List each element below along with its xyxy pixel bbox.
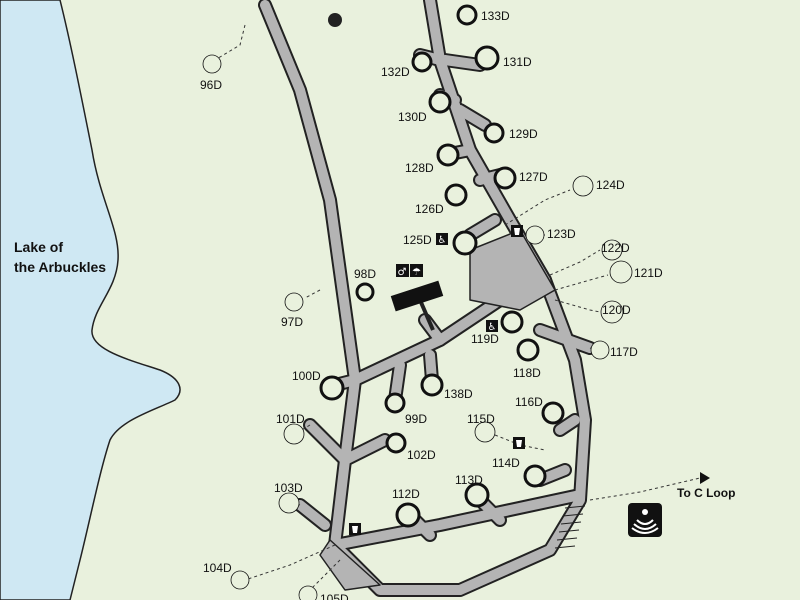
site-97D[interactable] (284, 292, 304, 312)
site-101D[interactable] (283, 423, 305, 445)
label-96D: 96D (200, 78, 222, 92)
site-118D[interactable] (516, 338, 540, 362)
svg-text:♿: ♿ (438, 235, 447, 246)
label-119D: 119D (471, 332, 499, 346)
label-121D: 121D (634, 266, 663, 280)
site-113D[interactable] (464, 482, 490, 508)
wheelchair-accessible-icon: ♿ ♿ (436, 233, 498, 333)
label-123D: 123D (547, 227, 576, 241)
site-labels: 133D 132D 131D 130D 129D 128D 127D 126D … (200, 9, 663, 600)
svg-text:☂: ☂ (412, 267, 421, 278)
label-116D: 116D (515, 395, 543, 409)
site-130D[interactable] (428, 90, 452, 114)
site-105D[interactable] (298, 585, 318, 600)
site-122D[interactable] (601, 239, 623, 261)
svg-text:♂: ♂ (398, 267, 407, 278)
site-129D[interactable] (483, 122, 505, 144)
exit-label[interactable]: To C Loop (677, 486, 735, 500)
label-138D: 138D (444, 387, 473, 401)
label-133D: 133D (481, 9, 510, 23)
site-124D[interactable] (572, 175, 594, 197)
label-105D: 105D (320, 592, 349, 600)
site-103D[interactable] (278, 492, 300, 514)
label-129D: 129D (509, 127, 538, 141)
label-127D: 127D (519, 170, 548, 184)
label-126D: 126D (415, 202, 444, 216)
pavilion-icon (390, 280, 444, 331)
site-112D[interactable] (395, 502, 421, 528)
trash-can-icon (349, 225, 525, 535)
site-133D[interactable] (456, 4, 478, 26)
label-101D: 101D (276, 412, 305, 426)
label-131D: 131D (503, 55, 532, 69)
shower-icon: ☂ (410, 264, 423, 278)
site-100D[interactable] (319, 375, 345, 401)
lake (0, 0, 181, 600)
lake-name-line1: Lake of (14, 239, 63, 255)
site-99D[interactable] (384, 392, 406, 414)
site-114D[interactable] (523, 464, 547, 488)
restroom-icon: ♂ (396, 264, 409, 278)
label-100D: 100D (292, 369, 321, 383)
label-132D: 132D (381, 65, 410, 79)
label-102D: 102D (407, 448, 436, 462)
label-103D: 103D (274, 481, 303, 495)
label-130D: 130D (398, 110, 427, 124)
site-123D[interactable] (525, 225, 545, 245)
parking-stripes (554, 505, 586, 549)
site-104D[interactable] (230, 570, 250, 590)
amphitheater-icon[interactable] (628, 503, 662, 537)
walking-trails (214, 24, 701, 591)
site-121D[interactable] (609, 260, 633, 284)
site-102D[interactable] (385, 432, 407, 454)
site-132D[interactable] (411, 51, 433, 73)
label-118D: 118D (513, 366, 541, 380)
site-120D[interactable] (600, 300, 624, 324)
label-113D: 113D (455, 473, 483, 487)
label-112D: 112D (392, 487, 420, 501)
site-127D[interactable] (493, 166, 517, 190)
label-114D: 114D (492, 456, 520, 470)
label-120D: 120D (602, 303, 631, 317)
exit-arrow-icon (700, 472, 710, 484)
lake-name-line2: the Arbuckles (14, 259, 106, 275)
svg-text:♿: ♿ (488, 322, 497, 333)
label-117D: 117D (610, 345, 638, 359)
campsites (202, 4, 633, 600)
label-128D: 128D (405, 161, 434, 175)
site-119D[interactable] (500, 310, 524, 334)
label-122D: 122D (601, 241, 630, 255)
label-97D: 97D (281, 315, 303, 329)
site-117D[interactable] (590, 340, 610, 360)
label-124D: 124D (596, 178, 625, 192)
site-125D[interactable] (452, 230, 478, 256)
site-98D[interactable] (355, 282, 375, 302)
site-115D[interactable] (474, 421, 496, 443)
label-115D: 115D (467, 412, 495, 426)
site-128D[interactable] (436, 143, 460, 167)
label-125D: 125D (403, 233, 432, 247)
label-99D: 99D (405, 412, 427, 426)
label-98D: 98D (354, 267, 376, 281)
site-131D[interactable] (474, 45, 500, 71)
site-96D[interactable] (202, 54, 222, 74)
site-116D[interactable] (541, 401, 565, 425)
label-104D: 104D (203, 561, 232, 575)
site-138D[interactable] (420, 373, 444, 397)
site-126D[interactable] (444, 183, 468, 207)
